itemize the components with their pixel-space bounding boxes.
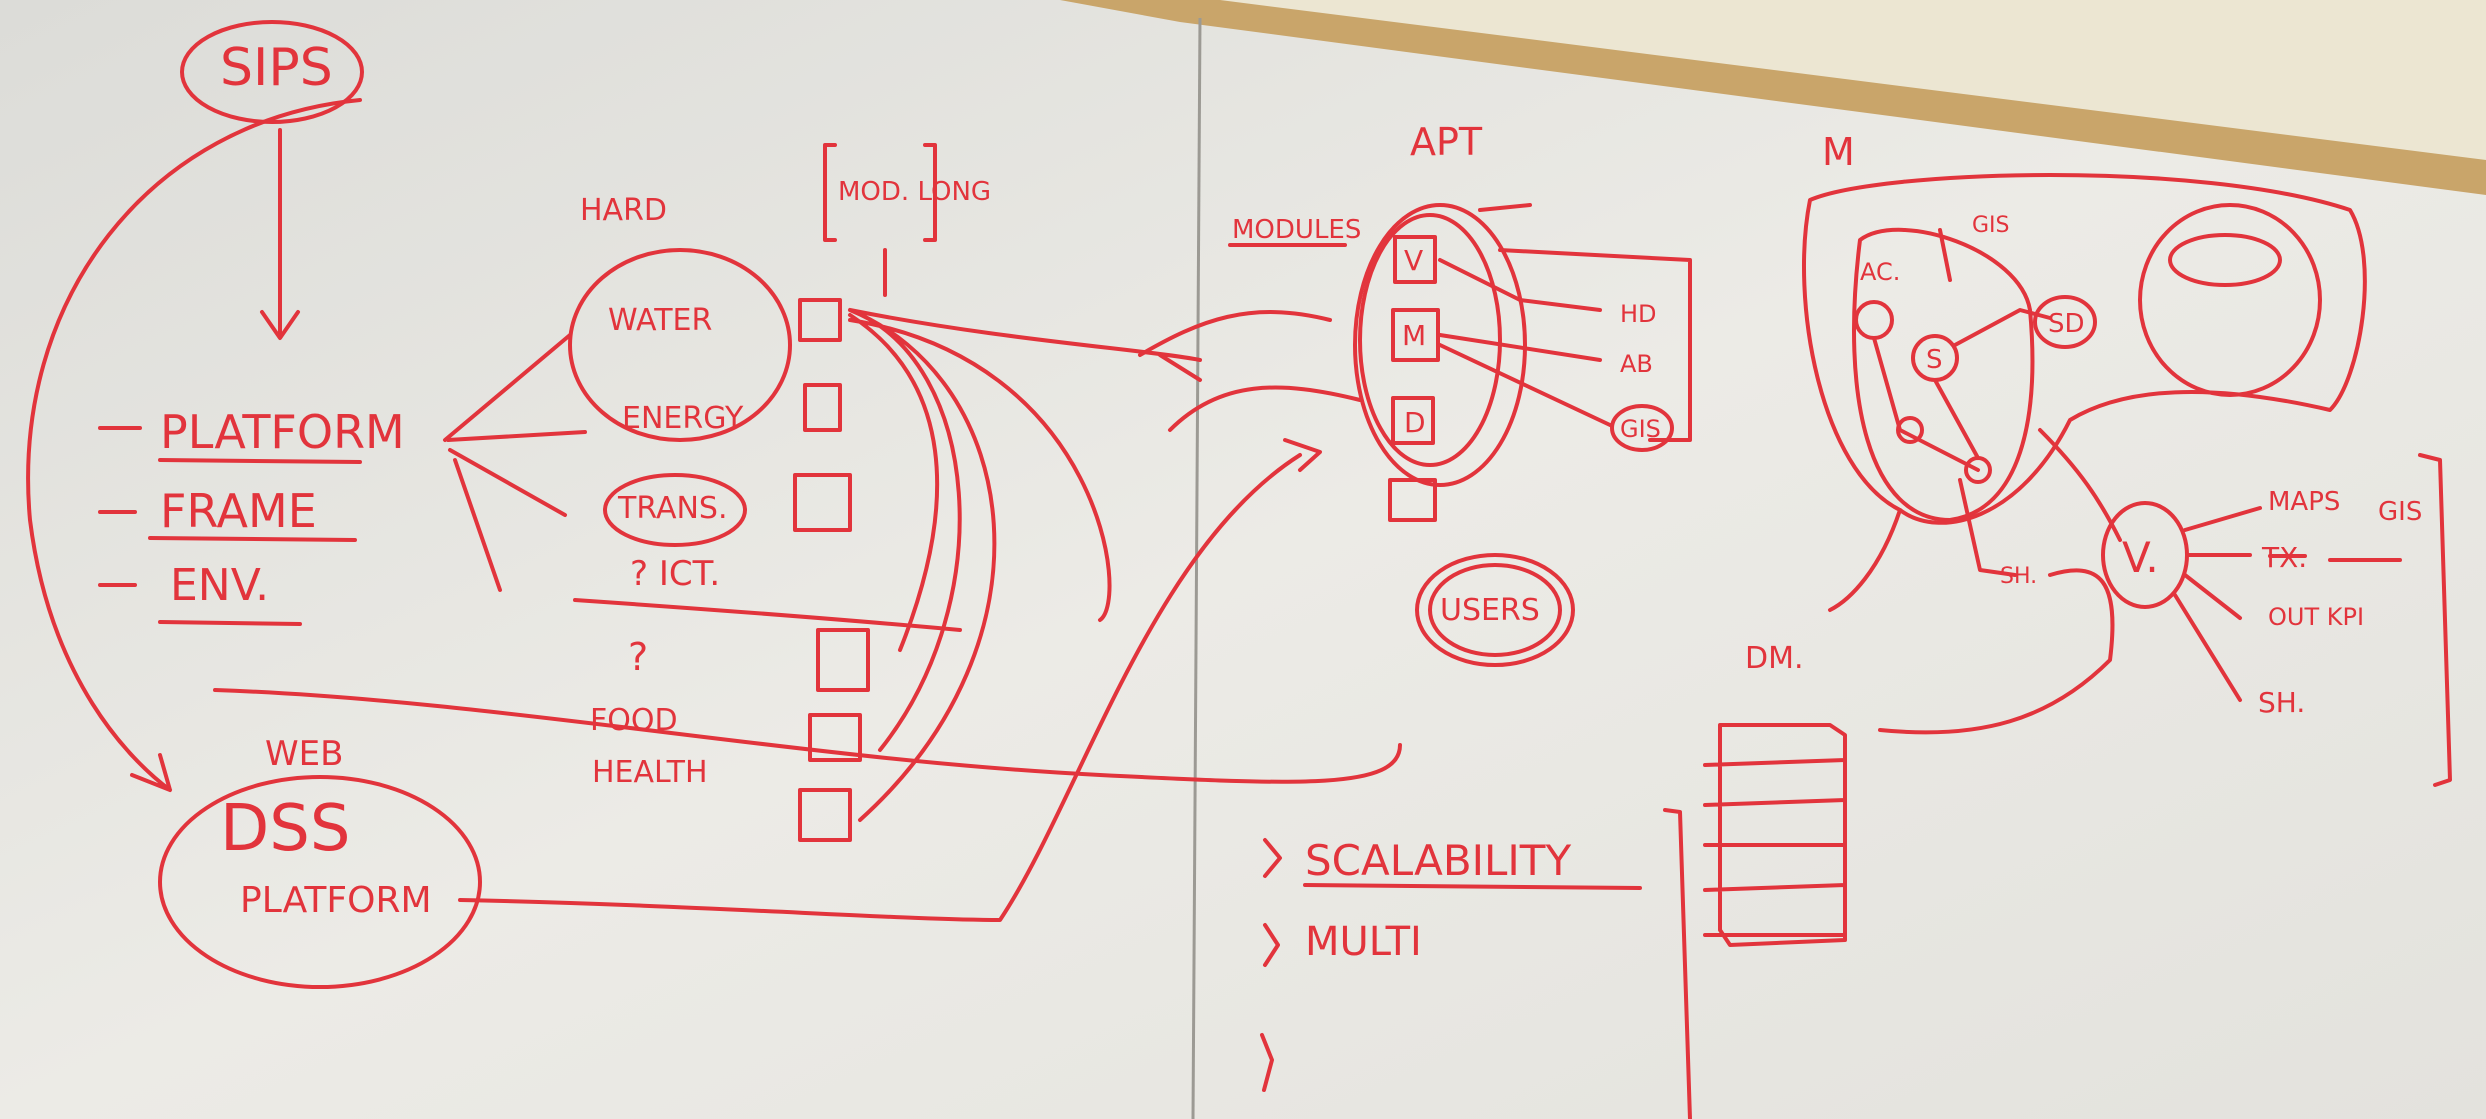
box-curves [848, 308, 1202, 822]
gis-m-label: GIS [1972, 213, 2010, 238]
m-right-circle [2138, 203, 2322, 397]
ac-label: AC. [1860, 258, 1900, 286]
box-5 [808, 713, 862, 762]
water-box [798, 298, 842, 342]
platform-label: PLATFORM [160, 405, 405, 459]
dss-to-apt-curve [458, 438, 1322, 922]
sd-label: SD [2048, 309, 2085, 339]
hard-group-circle [568, 248, 792, 442]
mod-long-bracket [823, 143, 937, 242]
v-connections [2173, 506, 2402, 702]
multi-label: MULTI [1305, 919, 1422, 965]
m-connections [1828, 228, 2122, 735]
scalability-label: SCALABILITY [1305, 836, 1571, 885]
web-label: WEB [265, 734, 343, 774]
out-kpi-label: OUT KPI [2268, 603, 2364, 631]
dss-platform-label: PLATFORM [240, 880, 432, 921]
board-seam [1191, 17, 1202, 1119]
trans-box [793, 473, 852, 532]
sh-m-label: SH. [2000, 564, 2037, 589]
sips-circle [180, 20, 364, 124]
m-outer-blob [1802, 173, 2367, 525]
gis-apt-circle [1610, 404, 1674, 452]
modules-label: MODULES [1232, 215, 1361, 245]
apt-v-label: V [1404, 244, 1423, 277]
ict-line [573, 598, 962, 632]
box-6 [798, 788, 852, 842]
m-label: M [1822, 130, 1855, 174]
energy-label: ENERGY [622, 401, 744, 436]
web-line [213, 688, 1402, 784]
trans-label: TRANS. [617, 491, 728, 526]
water-label: WATER [608, 303, 712, 338]
health-label: HEALTH [592, 755, 708, 790]
users-label: USERS [1440, 593, 1540, 628]
sh-v-label: SH. [2258, 686, 2305, 719]
dm-label: DM. [1745, 641, 1804, 676]
sd-circle [2033, 295, 2097, 349]
apt-left-curves [1138, 310, 1362, 432]
users-outer-circle [1415, 553, 1575, 667]
bullet-arrows [98, 426, 142, 587]
dss-label: DSS [220, 792, 351, 866]
ict-label: ? ICT. [630, 554, 720, 594]
gis-apt-label: GIS [1620, 415, 1661, 443]
dss-circle [158, 775, 482, 989]
env-label: ENV. [170, 560, 269, 611]
apt-box-d [1391, 396, 1435, 445]
hard-label: HARD [580, 193, 667, 228]
sips-label: SIPS [220, 38, 333, 98]
apt-d-label: D [1404, 406, 1426, 439]
mod-label: MOD. LONG [838, 177, 991, 207]
s-label: S [1926, 345, 1943, 375]
apt-inner-circle [1358, 213, 1502, 467]
apt-label: APT [1410, 120, 1483, 164]
v-label: V. [2122, 533, 2159, 582]
question-label: ? [628, 635, 648, 679]
apt-stand [1388, 478, 1437, 522]
food-label: FOOD [590, 703, 678, 738]
m-right-bracket [2418, 453, 2452, 787]
hard-arrows [443, 333, 587, 592]
tx-label: TX. [2261, 541, 2307, 574]
dm-table [1703, 723, 1847, 947]
trans-circle [603, 473, 747, 547]
env-underline [158, 620, 302, 626]
frame-underline [148, 536, 357, 542]
users-inner-circle [1428, 563, 1562, 657]
apt-outer-circle [1353, 203, 1527, 487]
sips-arrow [260, 128, 300, 340]
apt-m-label: M [1402, 319, 1426, 352]
long-bracket [1663, 808, 1692, 1119]
m-right-inner-circle [2168, 233, 2282, 287]
wooden-frame [1060, 0, 2486, 195]
energy-box [803, 383, 842, 432]
platform-underline [158, 458, 362, 464]
maps-label: MAPS [2268, 487, 2340, 517]
box-4 [816, 628, 870, 692]
scalability-underline [1303, 883, 1642, 890]
m-inner-blob [1852, 227, 2035, 522]
hd-label: HD [1620, 300, 1657, 328]
frame-label: FRAME [160, 484, 317, 538]
sips-to-dss-curve [26, 98, 362, 792]
apt-connections [1438, 203, 1692, 442]
ab-label: AB [1620, 350, 1653, 378]
bullet-chevrons [1260, 838, 1282, 1092]
apt-box-v [1393, 235, 1437, 284]
gis-v-label: GIS [2378, 497, 2422, 527]
